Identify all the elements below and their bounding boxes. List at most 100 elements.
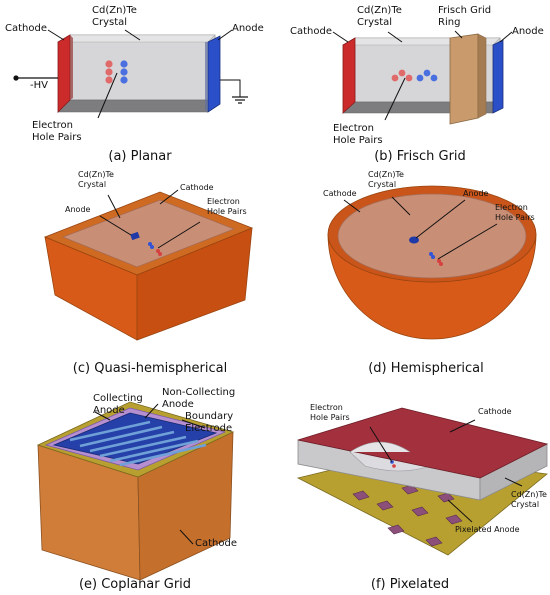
leader-crystal bbox=[391, 196, 411, 216]
cathode-electrode bbox=[342, 37, 356, 114]
label-anode: Anode bbox=[512, 26, 544, 37]
leader-crystal bbox=[107, 194, 121, 219]
frisch-ring-front bbox=[449, 33, 479, 125]
anode-finger bbox=[79, 425, 163, 448]
electron-charge bbox=[431, 255, 435, 259]
leader-noncollecting bbox=[144, 403, 159, 419]
hole-charge bbox=[398, 69, 406, 77]
pixel-anode bbox=[445, 514, 463, 525]
label-pairs: Electron Hole Pairs bbox=[333, 123, 383, 146]
electron-charge bbox=[148, 242, 152, 246]
label-anode: Anode bbox=[463, 189, 489, 198]
hole-charge bbox=[405, 74, 413, 82]
leader-pairs bbox=[157, 221, 201, 249]
electron-charge bbox=[430, 74, 438, 82]
panel-pixelated: Electron Hole Pairs Cathode Cd(Zn)Te Cry… bbox=[296, 403, 549, 592]
label-cathode: Cathode bbox=[5, 23, 47, 34]
anode-finger bbox=[99, 435, 187, 458]
hole-charge bbox=[105, 68, 113, 76]
anode-electrode bbox=[207, 35, 221, 113]
label-pairs: Electron Hole Pairs bbox=[32, 120, 82, 143]
hole-charge bbox=[439, 262, 443, 266]
cathode-inner-face bbox=[70, 35, 73, 100]
anode-finger bbox=[69, 420, 151, 442]
caption-pixelated: (f) Pixelated bbox=[371, 577, 449, 592]
label-pairs: Electron Hole Pairs bbox=[310, 403, 350, 422]
label-boundary: Boundary Electrode bbox=[185, 411, 236, 434]
caption-planar: (a) Planar bbox=[108, 149, 172, 164]
panel-frisch-grid: Cathode Cd(Zn)Te Crystal Frisch Grid Rin… bbox=[290, 5, 544, 164]
cathode-surface bbox=[61, 199, 236, 268]
anode-finger bbox=[119, 443, 207, 467]
cathode-electrode bbox=[57, 34, 71, 113]
label-pairs: Electron Hole Pairs bbox=[495, 203, 535, 222]
anode-electrode bbox=[409, 236, 419, 244]
leader-cathode bbox=[179, 529, 194, 545]
label-collecting: Collecting Anode bbox=[93, 393, 146, 416]
electron-charge bbox=[120, 76, 128, 84]
electron-charge bbox=[429, 252, 433, 256]
leader-cathode bbox=[332, 31, 349, 43]
cathode-surface bbox=[337, 193, 527, 279]
frisch-ring-side bbox=[477, 33, 487, 119]
leader-crystal bbox=[504, 477, 523, 487]
crystal-top-face bbox=[56, 34, 216, 43]
cube-right-face bbox=[136, 227, 253, 341]
leader-pairs bbox=[384, 77, 406, 121]
leader-anode bbox=[415, 199, 466, 239]
ground-wire bbox=[220, 79, 241, 97]
leader-crystal bbox=[387, 31, 403, 43]
label-bias: -HV bbox=[30, 80, 48, 91]
electron-charge bbox=[416, 74, 424, 82]
leader-cathode bbox=[159, 189, 179, 205]
hv-terminal bbox=[13, 75, 19, 81]
hole-charge bbox=[156, 249, 160, 253]
leader-anode bbox=[217, 29, 233, 41]
label-crystal: Cd(Zn)Te Crystal bbox=[368, 170, 406, 189]
label-cathode: Cathode bbox=[478, 407, 512, 416]
label-cathode: Cathode bbox=[180, 183, 214, 192]
electron-charge bbox=[423, 69, 431, 77]
label-crystal: Cd(Zn)Te Crystal bbox=[92, 5, 140, 28]
label-anode: Pixelated Anode bbox=[455, 525, 520, 534]
hole-charge bbox=[392, 464, 396, 468]
label-pairs: Electron Hole Pairs bbox=[207, 197, 247, 216]
pixel-anode bbox=[387, 524, 405, 535]
leader-collecting bbox=[94, 411, 111, 421]
electron-charge bbox=[120, 60, 128, 68]
panel-quasi-hemispherical: Cd(Zn)Te Crystal Cathode Anode Electron … bbox=[43, 170, 254, 376]
leader-pairs bbox=[97, 72, 118, 119]
leader-crystal bbox=[124, 29, 141, 41]
pixel-anode bbox=[376, 500, 394, 511]
leader-ring bbox=[454, 30, 463, 39]
hole-charge bbox=[158, 252, 162, 256]
label-anode: Anode bbox=[65, 205, 91, 214]
crystal-back-face bbox=[69, 34, 216, 101]
pixel-anodes bbox=[352, 484, 463, 547]
label-cathode: Cathode bbox=[195, 538, 237, 549]
label-ring: Frisch Grid Ring bbox=[438, 5, 494, 28]
pixel-anode bbox=[352, 490, 370, 501]
caption-quasi-hemispherical: (c) Quasi-hemispherical bbox=[73, 361, 227, 376]
cathode-surface bbox=[297, 407, 549, 479]
leader-anode bbox=[499, 31, 513, 43]
anode-finger bbox=[89, 430, 175, 453]
leader-anode bbox=[447, 499, 473, 523]
leader-cathode bbox=[47, 29, 65, 41]
caption-hemispherical: (d) Hemispherical bbox=[368, 361, 484, 376]
panel-planar: Cathode Cd(Zn)Te Crystal Anode -HV Elect… bbox=[5, 5, 264, 164]
label-cathode: Cathode bbox=[323, 189, 357, 198]
panel-coplanar-grid: Collecting Anode Non-Collecting Anode Bo… bbox=[36, 387, 238, 592]
pixel-anode bbox=[425, 536, 443, 547]
leader-boundary bbox=[181, 419, 206, 429]
leader-pairs bbox=[369, 426, 393, 463]
anode-finger bbox=[109, 439, 199, 463]
label-cathode: Cathode bbox=[290, 26, 332, 37]
leader-pairs bbox=[437, 223, 498, 260]
electron-charge bbox=[150, 245, 154, 249]
label-noncollecting: Non-Collecting Anode bbox=[162, 387, 238, 410]
caption-frisch-grid: (b) Frisch Grid bbox=[374, 149, 466, 164]
label-crystal: Cd(Zn)Te Crystal bbox=[78, 170, 116, 189]
pixel-anode bbox=[411, 506, 429, 517]
